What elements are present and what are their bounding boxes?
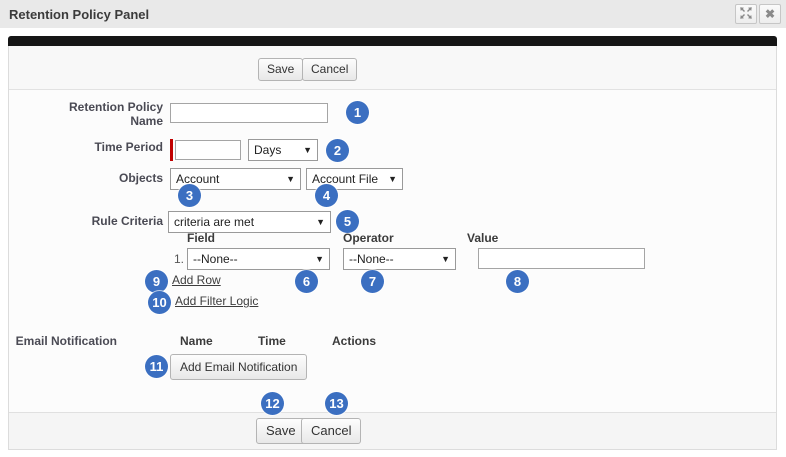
top-action-bar bbox=[9, 46, 776, 90]
value-column-header: Value bbox=[467, 231, 499, 245]
cancel-button-top[interactable]: Cancel bbox=[302, 58, 358, 81]
expand-button[interactable] bbox=[735, 4, 757, 24]
annotation-badge-8: 8 bbox=[506, 270, 529, 293]
object-select-value: Account bbox=[176, 172, 220, 186]
chevron-down-icon: ▼ bbox=[286, 174, 295, 184]
time-period-input[interactable] bbox=[175, 140, 241, 160]
save-button-top[interactable]: Save bbox=[258, 58, 304, 81]
email-notification-label: Email Notification bbox=[15, 334, 117, 348]
time-unit-select[interactable]: Days ▼ bbox=[248, 139, 318, 161]
panel-body bbox=[8, 36, 777, 450]
chevron-down-icon: ▼ bbox=[388, 174, 397, 184]
rule-criteria-select[interactable]: criteria are met ▼ bbox=[168, 211, 331, 233]
annotation-badge-10: 10 bbox=[148, 291, 171, 314]
time-unit-value: Days bbox=[254, 143, 282, 157]
rule-criteria-label: Rule Criteria bbox=[91, 214, 163, 228]
annotation-badge-7: 7 bbox=[361, 270, 384, 293]
annotation-badge-4: 4 bbox=[315, 184, 338, 207]
operator-select-value: --None-- bbox=[349, 252, 394, 266]
retention-policy-name-input[interactable] bbox=[170, 103, 328, 123]
object-select[interactable]: Account ▼ bbox=[170, 168, 301, 190]
window-title: Retention Policy Panel bbox=[9, 7, 150, 22]
object-file-value: Account File bbox=[312, 172, 379, 186]
annotation-badge-2: 2 bbox=[326, 139, 349, 162]
annotation-badge-1: 1 bbox=[346, 101, 369, 124]
cancel-button-bottom[interactable]: Cancel bbox=[301, 418, 362, 444]
annotation-badge-12: 12 bbox=[261, 392, 284, 415]
retention-policy-name-label: Retention Policy Name bbox=[68, 100, 163, 128]
field-select-value: --None-- bbox=[193, 252, 238, 266]
annotation-badge-5: 5 bbox=[336, 210, 359, 233]
add-filter-logic-link[interactable]: Add Filter Logic bbox=[175, 294, 259, 308]
close-button[interactable]: ✖ bbox=[759, 4, 781, 24]
annotation-badge-13: 13 bbox=[325, 392, 348, 415]
chevron-down-icon: ▼ bbox=[316, 217, 325, 227]
chevron-down-icon: ▼ bbox=[303, 145, 312, 155]
required-field-marker bbox=[170, 139, 173, 161]
chevron-down-icon: ▼ bbox=[441, 254, 450, 264]
annotation-badge-11: 11 bbox=[145, 355, 168, 378]
email-name-header: Name bbox=[180, 334, 213, 348]
operator-select[interactable]: --None-- ▼ bbox=[343, 248, 456, 270]
field-select[interactable]: --None-- ▼ bbox=[187, 248, 330, 270]
panel-header-bar bbox=[8, 36, 777, 46]
operator-column-header: Operator bbox=[343, 231, 394, 245]
bottom-action-bar bbox=[9, 412, 776, 449]
add-email-notification-button[interactable]: Add Email Notification bbox=[170, 354, 308, 380]
close-icon: ✖ bbox=[764, 7, 776, 21]
window-titlebar: Retention Policy Panel bbox=[0, 0, 786, 28]
value-input[interactable] bbox=[478, 248, 645, 269]
email-time-header: Time bbox=[258, 334, 286, 348]
annotation-badge-6: 6 bbox=[295, 270, 318, 293]
objects-label: Objects bbox=[118, 171, 163, 185]
add-row-link[interactable]: Add Row bbox=[172, 273, 221, 287]
save-button-bottom[interactable]: Save bbox=[256, 418, 306, 444]
time-period-label: Time Period bbox=[94, 140, 163, 154]
field-column-header: Field bbox=[187, 231, 216, 245]
email-actions-header: Actions bbox=[332, 334, 377, 348]
annotation-badge-9: 9 bbox=[145, 270, 168, 293]
chevron-down-icon: ▼ bbox=[315, 254, 324, 264]
rule-criteria-value: criteria are met bbox=[174, 215, 255, 229]
annotation-badge-3: 3 bbox=[178, 184, 201, 207]
criteria-row-number: 1. bbox=[174, 252, 185, 266]
expand-icon bbox=[740, 6, 752, 22]
